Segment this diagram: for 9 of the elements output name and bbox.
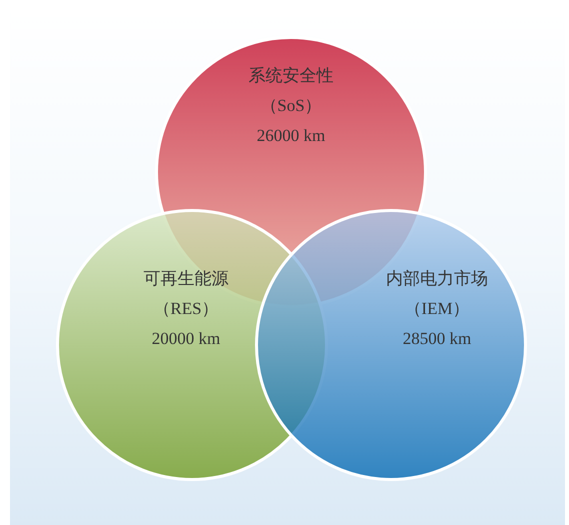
circle-label: 可再生能源 bbox=[142, 268, 230, 290]
circle-label: （SoS） bbox=[259, 95, 323, 117]
circle-label: 28500 km bbox=[402, 328, 472, 350]
circle-label: 内部电力市场 bbox=[385, 268, 489, 290]
circle-label: 26000 km bbox=[256, 125, 326, 147]
circle-label: （IEM） bbox=[403, 298, 471, 320]
circle-label: 20000 km bbox=[150, 328, 222, 350]
circle-label: 系统安全性 bbox=[248, 65, 334, 87]
circle-label: （RES） bbox=[152, 298, 220, 320]
